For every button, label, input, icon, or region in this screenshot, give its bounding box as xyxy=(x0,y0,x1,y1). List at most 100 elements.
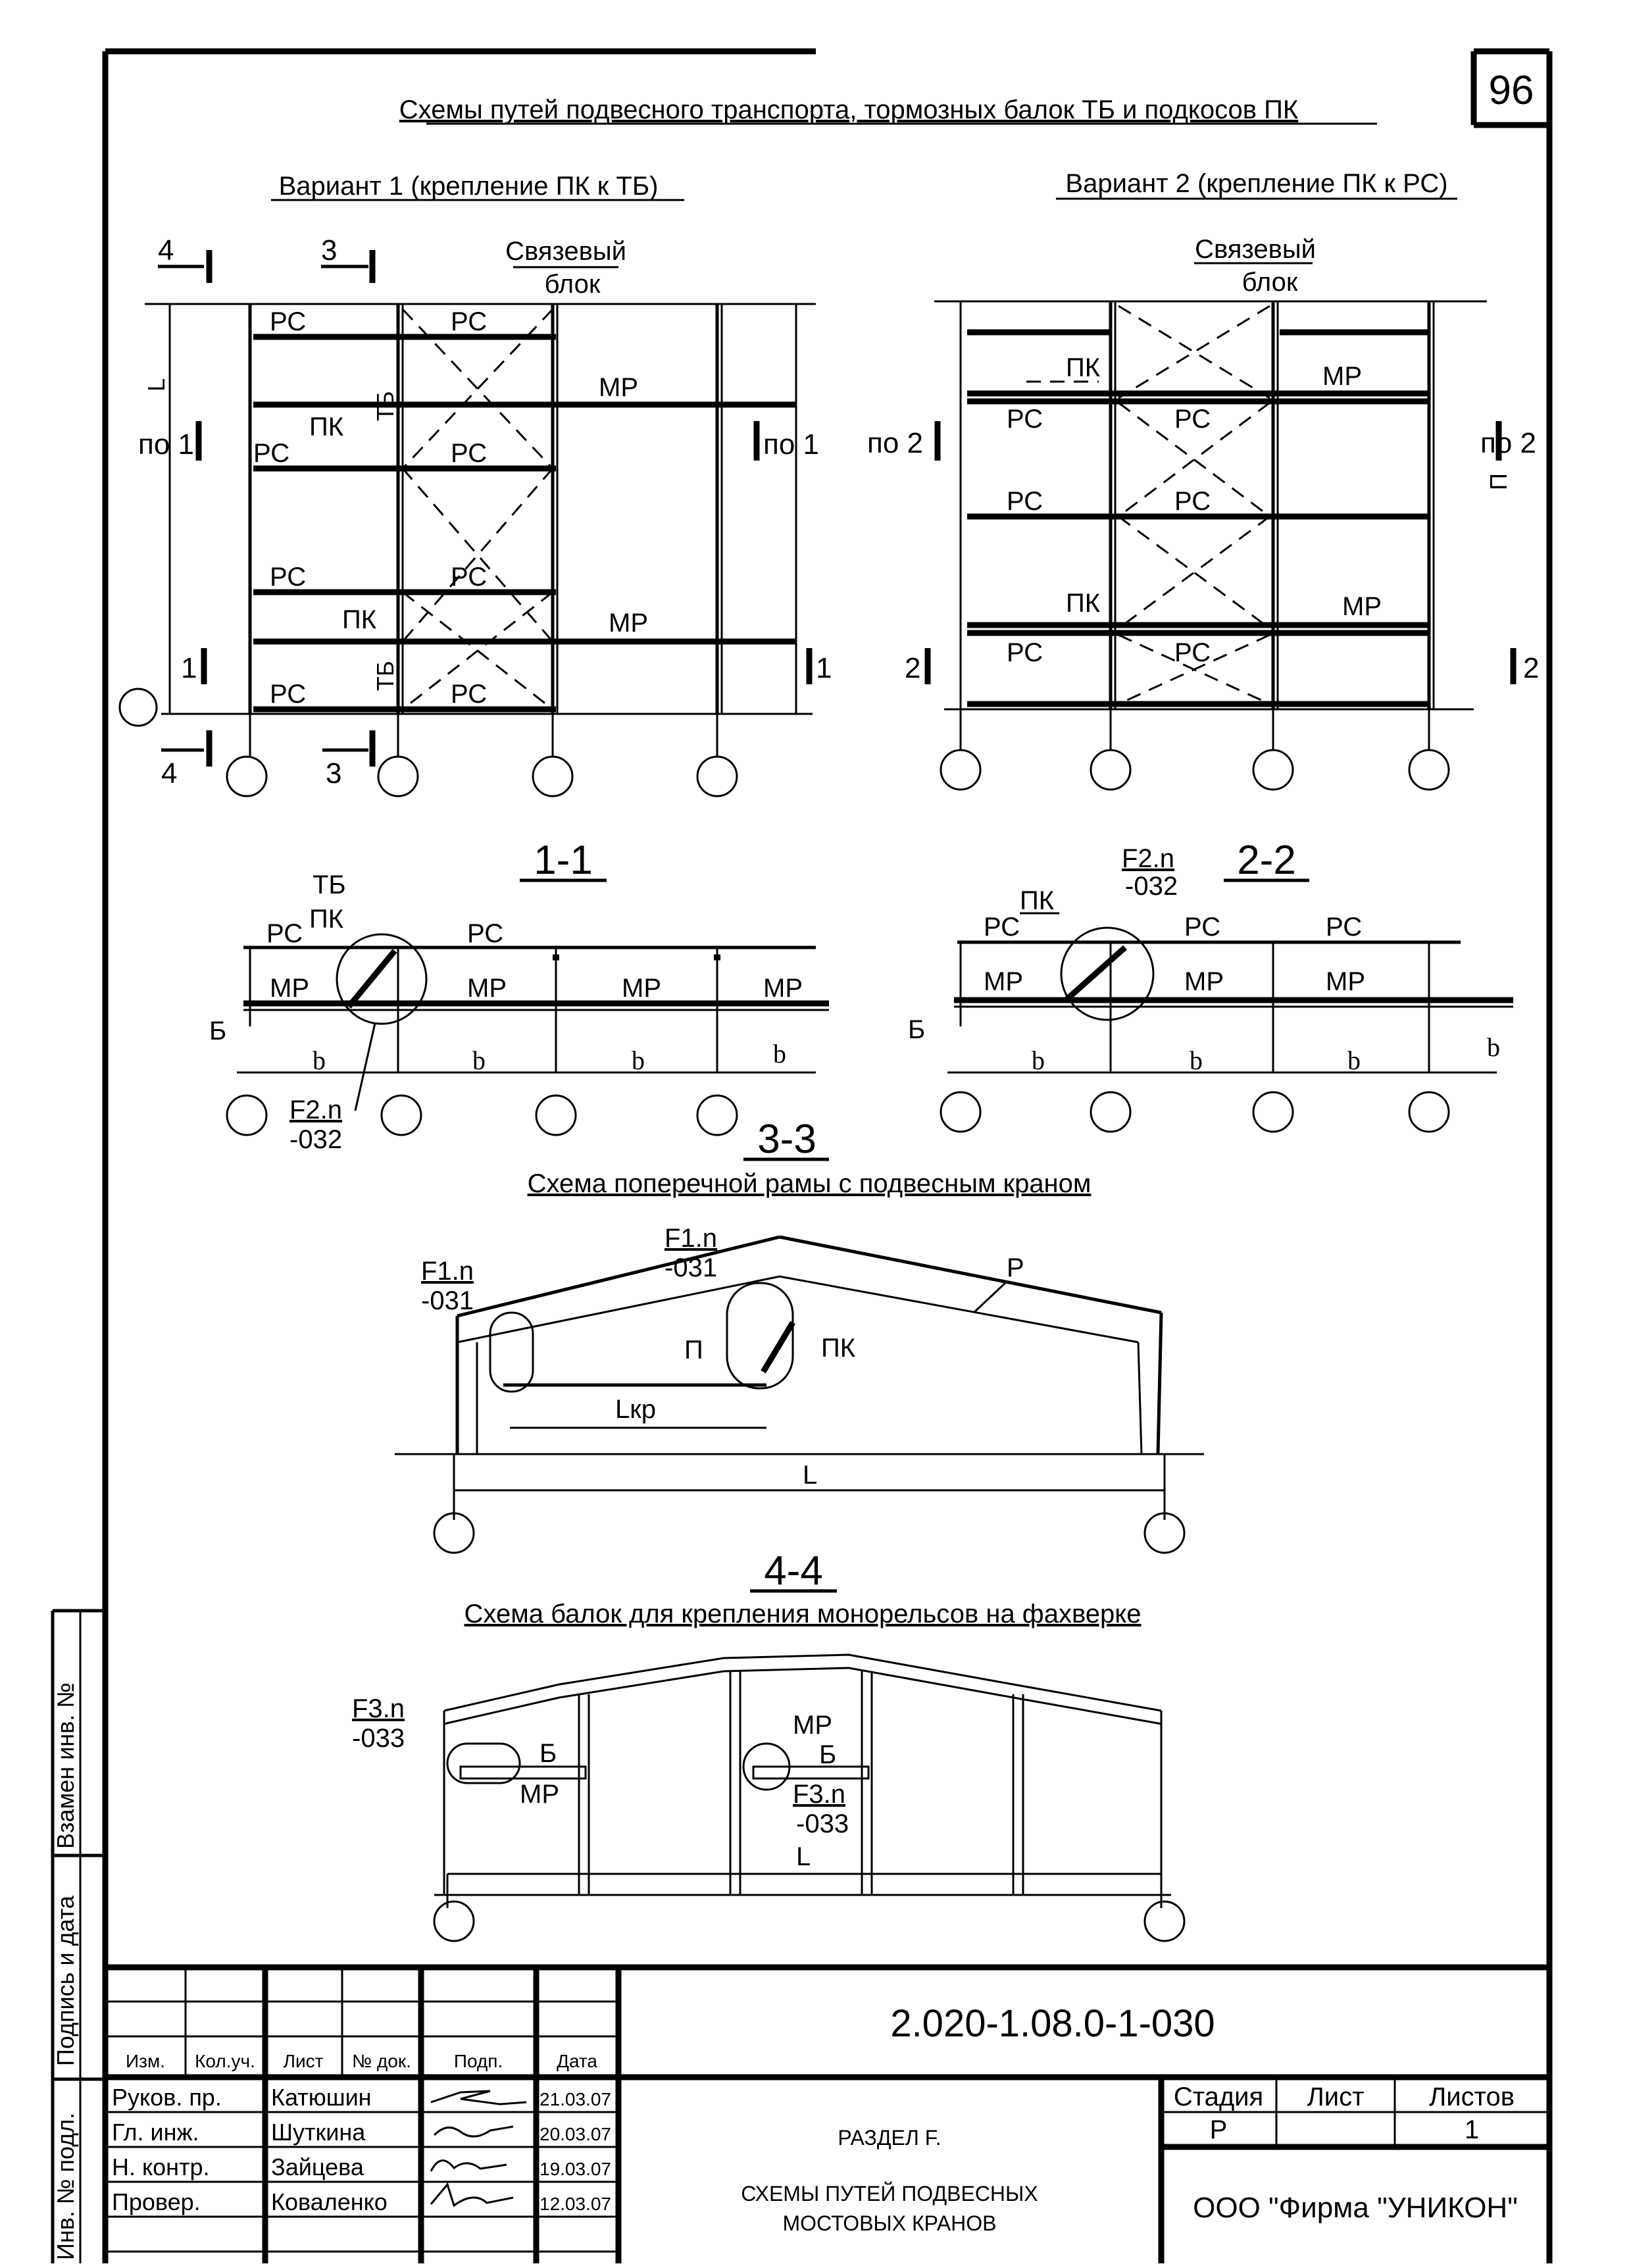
stage-value: Р xyxy=(1210,2115,1228,2144)
v1-bracing-label-1: Связевый xyxy=(505,237,626,266)
tb-row-date: 12.03.07 xyxy=(539,2194,611,2214)
signature-mark xyxy=(433,2125,514,2138)
tb-row-date: 19.03.07 xyxy=(539,2159,611,2179)
tb-row-role: Провер. xyxy=(112,2188,201,2215)
v2-cut-2-bottom-right: 2 xyxy=(1523,652,1539,684)
s22-label-mr: МР xyxy=(1326,967,1365,996)
section-3-3: 3-3 Схема поперечной рамы с подвесным кр… xyxy=(395,1117,1204,1554)
v1-label-mr: МР xyxy=(599,373,638,402)
v1-cut-1-bottom-right: 1 xyxy=(816,652,832,684)
s44-label-b-beam: Б xyxy=(539,1739,557,1768)
company-name: ООО "Фирма "УНИКОН" xyxy=(1193,2192,1518,2224)
s44-ref-mid-code: F3.n xyxy=(793,1780,845,1809)
v1-label-rs: РС xyxy=(451,307,487,336)
s22-label-span-b: b xyxy=(1032,1046,1045,1075)
v1-label-rs: РС xyxy=(253,439,289,468)
s11-label-pk: ПК xyxy=(309,905,344,934)
v1-cut-1-left: по 1 xyxy=(138,428,194,461)
section-title: РАЗДЕЛ F. xyxy=(838,2126,941,2150)
s22-label-mr: МР xyxy=(1184,967,1224,996)
v1-bracing-label-2: блок xyxy=(545,270,601,299)
variant-1-plan: Вариант 1 (крепление ПК к ТБ) Связевый б… xyxy=(118,172,832,797)
tb-row-date: 20.03.07 xyxy=(539,2124,611,2144)
tb-row-name: Зайцева xyxy=(271,2154,364,2180)
tb-row-role: Н. контр. xyxy=(112,2154,210,2180)
s44-ref-left-sheet: -033 xyxy=(352,1724,405,1753)
v2-label-rs: РС xyxy=(1007,405,1043,434)
s33-ref-mid-code: F1.n xyxy=(665,1224,717,1253)
s11-label-mr: МР xyxy=(467,974,507,1003)
tb-header-kol: Кол.уч. xyxy=(195,2051,255,2071)
v1-cut-1-bottom-left: 1 xyxy=(181,652,197,684)
s33-label-lkr: Lкр xyxy=(615,1395,656,1424)
stage-header: Стадия xyxy=(1174,2082,1263,2111)
s33-ref-mid-sheet: -031 xyxy=(665,1253,717,1282)
s11-label-span-b: b xyxy=(632,1046,645,1075)
s33-ref-left-sheet: -031 xyxy=(421,1286,474,1315)
s11-label-tb: ТБ xyxy=(313,870,346,899)
s11-label-b-beam: Б xyxy=(209,1017,226,1046)
v2-label-mr: МР xyxy=(1322,362,1362,391)
tb-row-name: Шуткина xyxy=(271,2119,366,2146)
side-stamp-signature-date: Подпись и дата xyxy=(52,1895,79,2066)
title-block: 2.020-1.08.0-1-030 Изм. Кол.уч. Лист № д… xyxy=(105,1964,1549,2263)
signature-mark xyxy=(430,2159,507,2172)
v1-label-rs: РС xyxy=(270,307,306,336)
s22-label-rs: РС xyxy=(1184,913,1220,942)
v2-cut-2-right: по 2 xyxy=(1480,427,1536,459)
sheet-header: Лист xyxy=(1307,2082,1365,2111)
side-stamp: Взамен инв. № Подпись и дата Инв. № подл… xyxy=(51,1609,105,2263)
s11-label-span-b: b xyxy=(313,1046,326,1075)
section-1-1-title: 1-1 xyxy=(534,838,593,883)
s11-label-mr: МР xyxy=(622,974,661,1003)
tb-row-date: 21.03.07 xyxy=(539,2089,611,2109)
v1-label-rs: РС xyxy=(451,563,487,592)
s11-label-span-b: b xyxy=(472,1046,486,1075)
s11-label-span-b: b xyxy=(773,1039,786,1069)
description-line-2: МОСТОВЫХ КРАНОВ xyxy=(782,2211,996,2235)
v1-label-tb: ТБ xyxy=(372,661,399,691)
v1-label-tb: ТБ xyxy=(372,391,399,421)
s44-ref-mid-sheet: -033 xyxy=(796,1809,849,1838)
s33-label-p2: П xyxy=(684,1336,703,1365)
side-stamp-inventory: Инв. № подл. xyxy=(52,2113,79,2260)
v2-label-pk: ПК xyxy=(1066,589,1101,618)
s33-label-L: L xyxy=(803,1461,817,1490)
tb-header-sign: Подп. xyxy=(454,2051,503,2071)
s11-label-rs: РС xyxy=(266,919,303,948)
v2-label-pk: ПК xyxy=(1066,353,1101,382)
tb-row-name: Коваленко xyxy=(271,2188,388,2215)
s22-label-rs: РС xyxy=(1326,913,1362,942)
v1-label-rs: РС xyxy=(270,563,306,592)
s44-label-mr: МР xyxy=(520,1780,559,1809)
s22-ref-code: F2.n xyxy=(1122,844,1174,873)
v2-label-mr: МР xyxy=(1342,592,1382,621)
s22-label-span-b: b xyxy=(1190,1046,1203,1075)
section-3-3-title: 3-3 xyxy=(757,1117,816,1162)
v1-cut-3-bottom: 3 xyxy=(326,757,341,790)
sheet-number: 96 xyxy=(1489,68,1534,113)
sheets-header: Листов xyxy=(1429,2082,1515,2111)
tb-header-izm: Изм. xyxy=(126,2051,165,2071)
s11-label-mr: МР xyxy=(763,974,803,1003)
s22-ref-sheet: -032 xyxy=(1125,872,1178,901)
v1-cut-3-top: 3 xyxy=(321,234,337,266)
v1-label-rs: РС xyxy=(451,680,487,709)
tb-row-name: Катюшин xyxy=(271,2084,372,2111)
v1-cut-1-right: по 1 xyxy=(763,428,819,461)
s33-label-pk: ПК xyxy=(821,1334,856,1363)
s22-label-mr: МР xyxy=(984,967,1023,996)
side-stamp-replacement: Взамен инв. № xyxy=(52,1682,79,1849)
s11-label-rs: РС xyxy=(467,919,503,948)
section-1-1: 1-1 ТБ ПК РС РС МР МР МР МР Б b b b b F2… xyxy=(209,838,829,1154)
v1-label-rs: РС xyxy=(451,439,487,468)
v2-cut-2-bottom-left: 2 xyxy=(905,652,920,684)
sheet-title: Схемы путей подвесного транспорта, тормо… xyxy=(399,95,1299,124)
description-line-1: СХЕМЫ ПУТЕЙ ПОДВЕСНЫХ xyxy=(741,2182,1038,2205)
s22-label-pk: ПК xyxy=(1020,886,1055,915)
signature-mark xyxy=(430,2090,527,2105)
section-4-4-subtitle: Схема балок для крепления монорельсов на… xyxy=(464,1600,1142,1628)
v2-label-rs: РС xyxy=(1174,487,1211,516)
tb-row-role: Руков. пр. xyxy=(112,2084,222,2111)
section-2-2-title: 2-2 xyxy=(1237,838,1296,883)
